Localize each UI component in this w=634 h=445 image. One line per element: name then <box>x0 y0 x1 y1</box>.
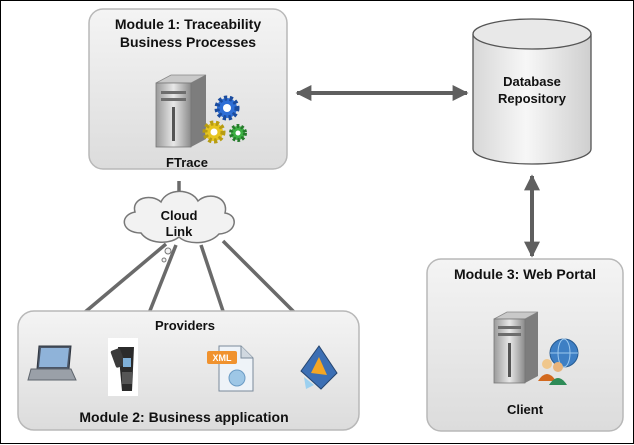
providers-label: Providers <box>155 318 215 333</box>
laptop-icon <box>27 345 77 381</box>
module2-title: Module 2: Business application <box>79 409 288 425</box>
module1-title-line1: Module 1: Traceability <box>115 16 261 32</box>
users-globe-icon <box>538 338 579 385</box>
module1-title-line2: Business Processes <box>120 34 256 50</box>
cloud-label-line1: Cloud <box>161 208 198 223</box>
database-label-line1: Database <box>503 74 561 89</box>
server-icon <box>155 74 207 148</box>
cloud-label-line2: Link <box>166 224 193 239</box>
ftrace-label: FTrace <box>166 155 208 170</box>
client-label: Client <box>507 402 544 417</box>
database-label-line2: Repository <box>498 91 567 106</box>
app-icon <box>300 345 338 390</box>
cloud-icon <box>123 190 235 263</box>
gears-icon <box>202 95 247 144</box>
xml-file-icon: XML <box>207 345 254 392</box>
database-cylinder <box>472 18 592 165</box>
module3-title: Module 3: Web Portal <box>454 266 596 282</box>
barcode-scanner-icon <box>108 338 138 396</box>
client-server-icon <box>493 311 539 384</box>
svg-text:XML: XML <box>213 353 233 363</box>
module2-box <box>17 310 360 431</box>
